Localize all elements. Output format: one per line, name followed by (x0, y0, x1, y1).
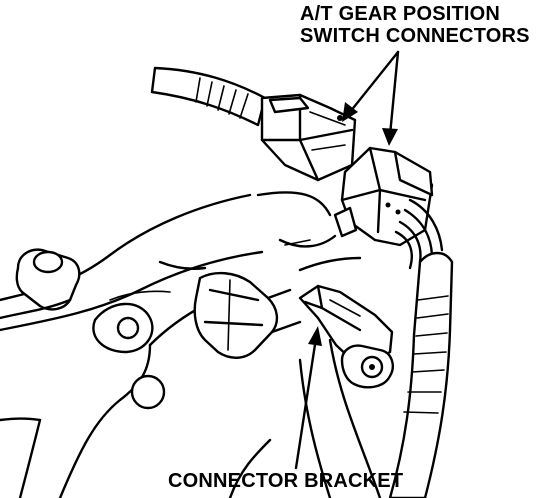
harness-left (150, 66, 267, 127)
harness-right (388, 198, 454, 498)
harness-clamp (193, 271, 302, 359)
arrowhead-connector-1 (342, 102, 358, 122)
arrowhead-connector-2 (382, 128, 398, 146)
connector-bracket-label: CONNECTOR BRACKET (168, 470, 404, 492)
casting-holes (92, 260, 207, 410)
leader-to-connector-2 (388, 50, 400, 137)
leader-arrows (294, 50, 400, 470)
transmission-housing (0, 191, 382, 498)
mounting-boss-left (0, 248, 81, 320)
connector-bracket (298, 284, 394, 389)
connector-1 (260, 93, 357, 182)
arrowhead-bracket (308, 326, 322, 346)
gear-position-switch-connectors-label: A/T GEAR POSITION SWITCH CONNECTORS (300, 3, 530, 47)
callout-line-2: SWITCH CONNECTORS (300, 25, 530, 47)
leader-to-bracket (294, 336, 318, 470)
callout-line-1: A/T GEAR POSITION (300, 3, 501, 25)
leader-to-connector-1 (348, 50, 400, 114)
